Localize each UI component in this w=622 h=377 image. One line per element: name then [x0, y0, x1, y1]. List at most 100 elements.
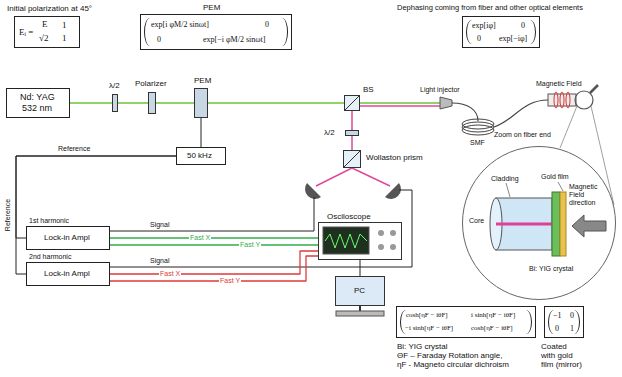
jones-matrix: cosh[ηF − iθF]i sinh[ηF − iθF]−i sinh[ηF…: [396, 306, 536, 338]
leader-line: [558, 182, 563, 191]
polarizer: Polarizer: [148, 92, 156, 114]
photodetector: [385, 183, 401, 199]
connector: [110, 237, 318, 238]
fiber-cladding: [496, 198, 552, 250]
node-text: exp[−i φM/2 sinωt]: [203, 35, 265, 44]
node-text: exp[i φM/2 sinωt]: [151, 20, 209, 29]
split-beam: [352, 168, 390, 186]
fiber-core: [496, 223, 552, 226]
node-label: PEM: [194, 76, 211, 85]
optical-fiber: [452, 103, 478, 121]
node-text: 0: [157, 35, 161, 44]
pem-modulator: PEM: [194, 88, 208, 118]
connector: [110, 256, 318, 281]
prism-diagonal-line: [345, 96, 359, 110]
node-text: 0: [555, 324, 559, 333]
node-text: Eᵢ =: [19, 27, 33, 37]
part-label: Light injector: [420, 86, 460, 94]
node-text: 0: [570, 311, 574, 320]
keyboard: [336, 311, 384, 316]
field-arrow: [572, 215, 606, 237]
fiber-coil: [462, 125, 494, 135]
node-label: 1st harmonic: [29, 217, 69, 225]
node-text: 1: [62, 33, 67, 43]
node-text: Lock-in Ampl: [44, 269, 90, 278]
field-coil: [566, 92, 570, 108]
lock-in-amplifier: 2nd harmonicLock-in Ampl: [26, 262, 110, 286]
connector: [70, 102, 112, 104]
magnifier: [575, 91, 593, 109]
mirror-matrix: −1001Coated with gold film (mirror): [544, 306, 584, 338]
matrix-bracket: [530, 20, 536, 44]
scope-screen: [323, 227, 369, 254]
node-text: exp[iφ]: [472, 21, 496, 30]
optical-fiber: [494, 100, 548, 127]
field-coil: [554, 92, 558, 108]
oscilloscope: Osciloscope: [318, 222, 402, 260]
pem-matrix: PEMexp[i φM/2 sinωt]00exp[−i φM/2 sinωt]: [140, 14, 292, 50]
node-label: Gold film: [541, 173, 569, 181]
fiber-coil: [462, 122, 494, 132]
node-text: cosh[ηF − iθF]: [471, 324, 513, 332]
signal-wire: [110, 197, 314, 231]
prism-diagonal: [345, 96, 359, 110]
connector: [110, 244, 318, 245]
node-text: 1: [62, 20, 67, 30]
signal-wire: [110, 190, 412, 267]
connector: [118, 102, 148, 104]
gold-film: [560, 192, 566, 256]
computer: PC: [335, 276, 385, 306]
fiber-holder: [548, 94, 576, 106]
fiber-coil: [462, 119, 494, 129]
matrix-bracket: [574, 310, 580, 334]
wollaston-prism: Wollaston prism: [343, 150, 361, 168]
node-label: λ/2: [324, 128, 335, 137]
connector: [360, 260, 361, 276]
laser-box: Nd: YAG532 nm: [6, 88, 70, 118]
edge-label: Fast Y: [239, 241, 261, 249]
node-text: E: [42, 19, 48, 29]
laser-beam: [360, 102, 440, 104]
node-label: ηF - Magneto circular dichroism: [397, 360, 509, 369]
part-label: Magnetic Field: [536, 80, 582, 88]
connector: [156, 102, 194, 104]
part-label: Signal: [150, 221, 169, 229]
scope-trace: [325, 234, 367, 248]
field-coil: [560, 92, 564, 108]
node-label: Polarizer: [135, 79, 167, 88]
node-label: Initial polarization at 45°: [7, 4, 92, 13]
node-text: 532 nm: [22, 103, 52, 113]
node-text: Nd: YAG: [20, 92, 55, 102]
half-wave-plate: λ/2: [345, 130, 359, 136]
node-text: exp[−iφ]: [499, 34, 527, 43]
connector: [351, 136, 353, 150]
half-wave-plate: λ/2: [112, 94, 118, 112]
node-label: Magnetic Field direction: [569, 183, 603, 207]
beam-splitter: BS: [344, 95, 360, 111]
node-text: 50 kHz: [187, 151, 212, 160]
node-label: Dephasing coming from fiber and other op…: [397, 4, 583, 13]
frequency-box: 50 kHz: [176, 147, 226, 165]
prism-diagonal: [344, 151, 360, 167]
connector: [208, 102, 344, 104]
node-text: PC: [354, 286, 365, 295]
yig-crystal: [552, 192, 560, 256]
zoom-line: [591, 106, 614, 205]
node-label: BS: [363, 85, 374, 94]
node-label: Core: [469, 217, 484, 225]
dephasing-matrix: Dephasing coming from fiber and other op…: [462, 16, 540, 48]
node-text: −i sinh[ηF − iθF]: [405, 324, 453, 332]
node-label: Bi: YIG crystal: [529, 265, 573, 273]
matrix-bracket: [466, 20, 472, 44]
photodetector: [305, 183, 321, 199]
node-label: λ/2: [109, 81, 120, 90]
part-label: Zoom on fiber end: [494, 131, 551, 139]
zoom-line: [560, 106, 577, 148]
zoom-circle: CladdingCoreGold filmMagnetic Field dire…: [462, 146, 616, 300]
node-text: 0: [521, 21, 525, 30]
node-label: Coated with gold film (mirror): [541, 342, 583, 370]
node-label: 2nd harmonic: [29, 253, 71, 261]
node-text: Lock-in Ampl: [44, 233, 90, 242]
node-text: 0: [477, 34, 481, 43]
connector: [351, 111, 353, 130]
